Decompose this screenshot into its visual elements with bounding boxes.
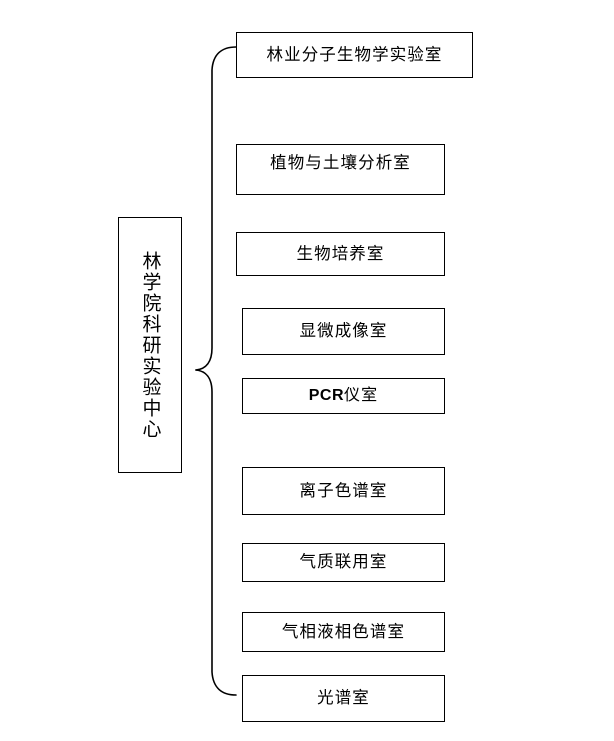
node-forestry-molecular-biology-lab[interactable]: 林业分子生物学实验室	[236, 32, 473, 78]
node-gas-liquid-chromatography-room[interactable]: 气相液相色谱室	[242, 612, 445, 652]
node-microscopic-imaging-room[interactable]: 显微成像室	[242, 308, 445, 355]
node-biological-culture-room[interactable]: 生物培养室	[236, 232, 445, 276]
node-label-latin: PCR	[308, 387, 345, 405]
node-pcr-instrument-room[interactable]: PCR仪室	[242, 378, 445, 414]
root-node-label: 林学院科研实验中心	[139, 250, 161, 440]
node-label-cjk: 仪室	[344, 387, 379, 405]
node-label: 气相液相色谱室	[281, 621, 406, 641]
node-label: 光谱室	[317, 688, 370, 708]
node-label: PCR仪室	[309, 387, 378, 405]
node-label: 林业分子生物学实验室	[266, 44, 443, 64]
node-label: 离子色谱室	[299, 480, 388, 500]
node-label: 植物与土壤分析室	[270, 153, 411, 172]
node-label: 生物培养室	[296, 243, 385, 263]
node-ion-chromatography-room[interactable]: 离子色谱室	[242, 467, 445, 515]
node-label: 气质联用室	[299, 552, 388, 572]
node-label: 显微成像室	[299, 321, 388, 341]
node-gc-ms-room[interactable]: 气质联用室	[242, 543, 445, 582]
root-node-forestry-research-center[interactable]: 林学院科研实验中心	[118, 217, 182, 473]
node-plant-soil-analysis-room[interactable]: 植物与土壤分析室	[236, 144, 445, 195]
node-spectroscopy-room[interactable]: 光谱室	[242, 675, 445, 722]
